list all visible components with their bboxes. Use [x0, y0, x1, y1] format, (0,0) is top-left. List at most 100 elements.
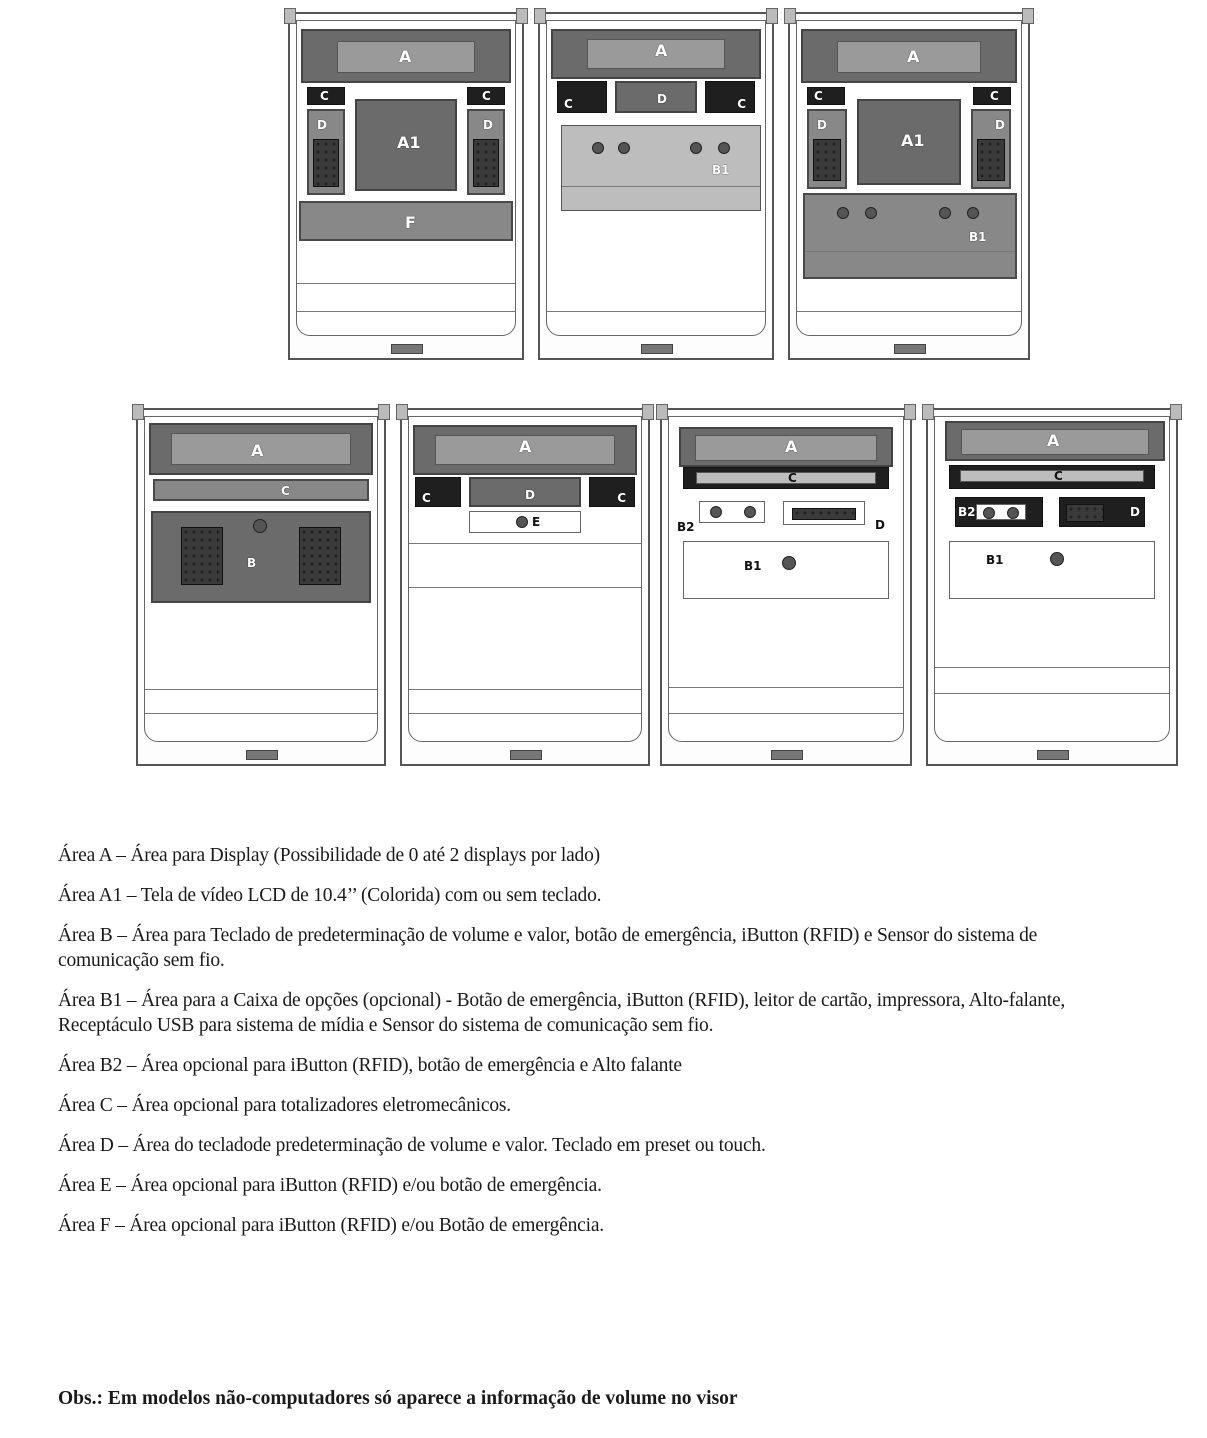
- counter-strip: [696, 472, 876, 484]
- label-a: A: [251, 441, 264, 460]
- brand-logo: [391, 344, 423, 354]
- keypad-right: [299, 527, 341, 585]
- rail: [396, 404, 408, 420]
- area-d: D: [615, 81, 697, 113]
- rail: [1170, 404, 1182, 420]
- button: [592, 142, 604, 154]
- display-panel: [435, 435, 615, 465]
- emergency-button: [516, 516, 528, 528]
- label-d: D: [525, 488, 535, 502]
- label-d: D: [875, 518, 885, 532]
- area-a1-screen: A1: [857, 99, 961, 185]
- legend-item-b: Área B – Área para Teclado de predetermi…: [58, 925, 1038, 971]
- divider: [669, 713, 903, 714]
- label-b1: B1: [712, 163, 730, 177]
- legend-item-b2: Área B2 – Área opcional para iButton (RF…: [58, 1055, 682, 1076]
- button: [718, 142, 730, 154]
- label-a: A: [785, 437, 798, 456]
- divider: [145, 713, 377, 714]
- dispenser-diagram-4: A C B: [132, 404, 390, 766]
- label-a: A: [519, 437, 532, 456]
- label-a: A: [1047, 431, 1060, 450]
- cabinet-frame: A C C D A1 D B1: [796, 20, 1022, 336]
- display-panel: [337, 41, 475, 73]
- area-b1-options: B1: [561, 125, 761, 211]
- rail: [1022, 8, 1034, 24]
- cabinet-frame: A C D C B1: [546, 20, 766, 336]
- keypad: [313, 139, 339, 187]
- area-c: C: [153, 479, 369, 501]
- rail: [132, 404, 144, 420]
- divider: [547, 311, 765, 312]
- emergency-button: [1050, 552, 1064, 566]
- brand-logo: [641, 344, 673, 354]
- legend-item-c: Área C – Área opcional para totalizadore…: [58, 1095, 511, 1116]
- area-a-display: A: [801, 29, 1017, 83]
- brand-logo: [1037, 750, 1069, 760]
- area-c: C: [949, 465, 1155, 489]
- legend-item-b1: Área B1 – Área para a Caixa de opções (o…: [58, 990, 1066, 1036]
- brand-logo: [771, 750, 803, 760]
- legend-item-f: Área F – Área opcional para iButton (RFI…: [58, 1215, 604, 1236]
- label-c: C: [482, 89, 491, 103]
- area-a-display: A: [551, 29, 761, 79]
- area-b2: B2: [955, 497, 1043, 527]
- b2-panel: [976, 504, 1026, 520]
- label-c: C: [990, 89, 999, 103]
- label-c: C: [1054, 469, 1063, 483]
- display-panel: [587, 39, 725, 69]
- label-c: C: [617, 491, 626, 505]
- label-e: E: [532, 515, 541, 529]
- divider: [297, 283, 515, 284]
- brand-logo: [510, 750, 542, 760]
- label-b: B: [247, 556, 257, 570]
- area-b1-options: B1: [803, 193, 1017, 279]
- keypad: [1066, 504, 1104, 522]
- divider: [562, 186, 760, 187]
- area-e: E: [469, 511, 581, 533]
- area-a1-screen: A1: [355, 99, 457, 191]
- display-panel: [961, 429, 1149, 455]
- legend-item-a: Área A – Área para Display (Possibilidad…: [58, 845, 600, 866]
- rail: [284, 8, 296, 24]
- label-f: F: [405, 213, 416, 232]
- button: [837, 207, 849, 219]
- area-c-left: C: [415, 477, 461, 507]
- label-b2: B2: [677, 520, 695, 534]
- button: [710, 506, 722, 518]
- area-a-display: A: [413, 425, 637, 475]
- label-c: C: [814, 89, 823, 103]
- label-b1: B1: [744, 559, 762, 573]
- observation-note: Obs.: Em modelos não-computadores só apa…: [58, 1388, 738, 1409]
- label-c: C: [788, 471, 797, 485]
- brand-logo: [894, 344, 926, 354]
- divider: [409, 689, 641, 690]
- rail: [642, 404, 654, 420]
- label-c: C: [281, 484, 290, 498]
- cabinet-frame: A C B: [144, 416, 378, 742]
- divider: [409, 713, 641, 714]
- rail: [766, 8, 778, 24]
- legend-item-a1: Área A1 – Tela de vídeo LCD de 10.4’’ (C…: [58, 885, 602, 906]
- area-b-keypad: B: [151, 511, 371, 603]
- area-d-left: D: [307, 109, 345, 195]
- rail: [516, 8, 528, 24]
- label-a1: A1: [901, 131, 925, 150]
- area-c-right: C: [973, 87, 1011, 105]
- area-c-right: C: [467, 87, 505, 105]
- label-d: D: [1130, 505, 1140, 519]
- rail: [784, 8, 796, 24]
- divider: [669, 687, 903, 688]
- button: [983, 507, 995, 519]
- label-d: D: [817, 118, 827, 132]
- dispenser-diagram-6: A C B2 D B1: [656, 404, 916, 766]
- area-d-right: D: [467, 109, 505, 195]
- divider: [797, 311, 1021, 312]
- rail: [922, 404, 934, 420]
- area-c-left: C: [557, 81, 607, 113]
- dispenser-diagram-7: A C B2 D B1: [922, 404, 1182, 766]
- counter-strip: [960, 470, 1144, 482]
- divider: [409, 587, 641, 588]
- area-a-display: A: [149, 423, 373, 475]
- keypad-left: [181, 527, 223, 585]
